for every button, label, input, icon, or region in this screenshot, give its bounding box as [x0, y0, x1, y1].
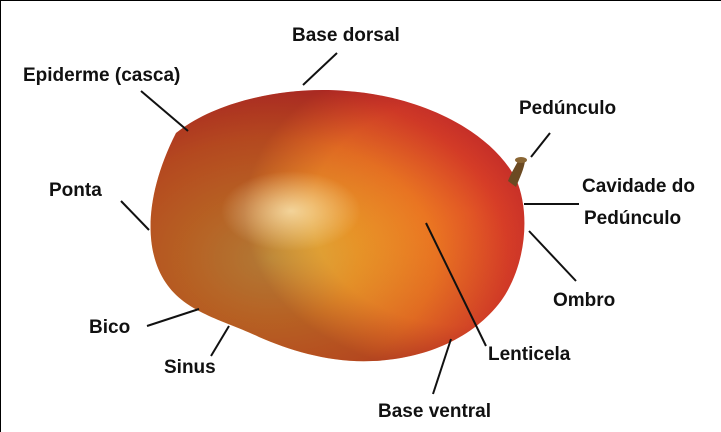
label-epiderme: Epiderme (casca): [23, 65, 180, 87]
label-lenticela: Lenticela: [488, 344, 570, 366]
leader-ponta: [121, 201, 149, 230]
label-ponta: Ponta: [49, 180, 102, 202]
leader-base-dorsal: [303, 53, 337, 85]
leader-pedunculo: [531, 133, 550, 157]
leader-sinus: [211, 326, 229, 356]
label-base-dorsal: Base dorsal: [292, 25, 400, 47]
label-ombro: Ombro: [553, 290, 615, 312]
leader-ombro: [529, 231, 576, 281]
label-pedunculo: Pedúnculo: [519, 98, 616, 120]
label-sinus: Sinus: [164, 357, 216, 379]
label-cavidade-line2: Pedúnculo: [584, 208, 681, 230]
label-cavidade-line1: Cavidade do: [582, 176, 695, 198]
leader-bico: [147, 309, 199, 326]
label-base-ventral: Base ventral: [378, 401, 491, 423]
label-bico: Bico: [89, 317, 130, 339]
leader-epiderme: [141, 91, 188, 131]
